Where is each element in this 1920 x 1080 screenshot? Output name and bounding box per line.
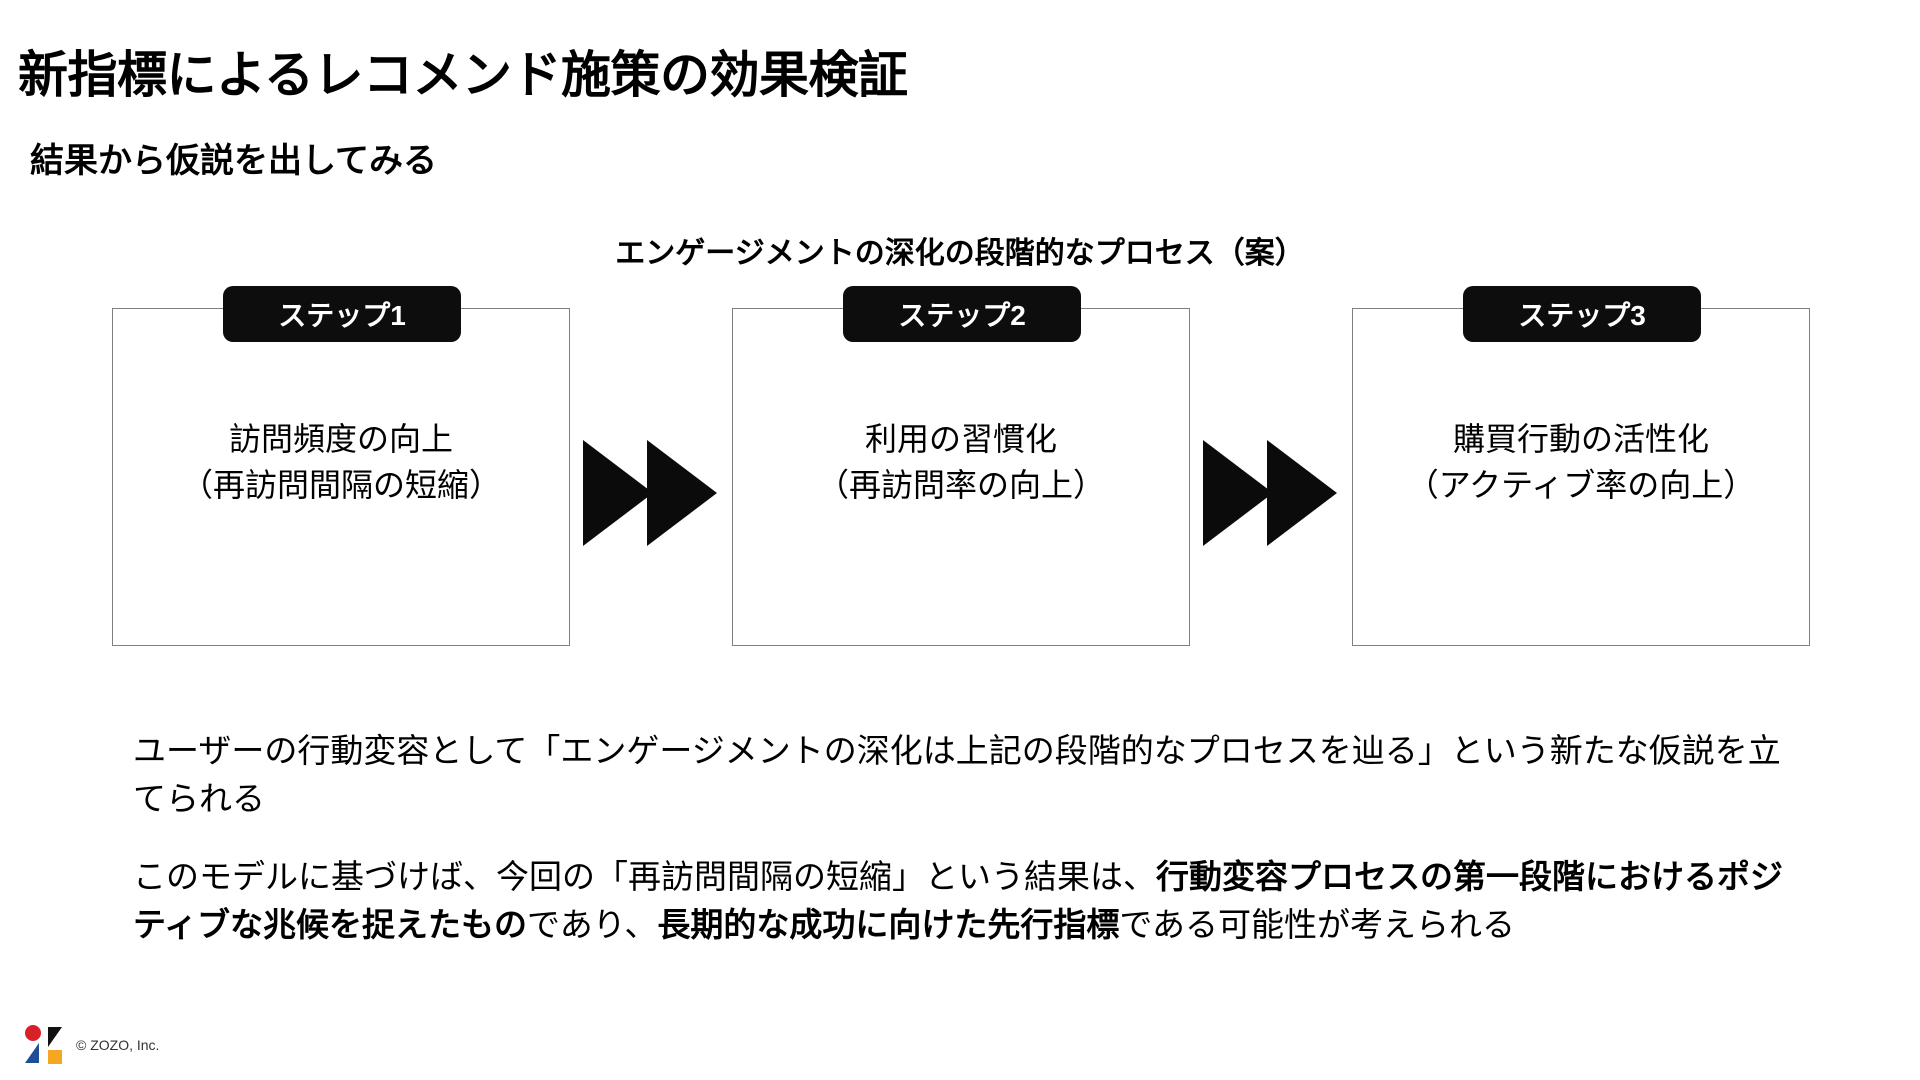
step-1-line-1: 訪問頻度の向上 <box>228 421 453 457</box>
process-step-1: ステップ1 訪問頻度の向上 （再訪問間隔の短縮） <box>112 286 572 656</box>
page-title: 新指標によるレコメンド施策の効果検証 <box>18 46 908 103</box>
diagram-title: エンゲージメントの深化の段階的なプロセス（案） <box>615 237 1305 270</box>
step-1-box <box>112 308 570 646</box>
process-step-2: ステップ2 利用の習慣化 （再訪問率の向上） <box>732 286 1192 656</box>
paragraph-2-segment-2: であり、 <box>527 905 658 943</box>
step-1-line-2: （再訪問間隔の短縮） <box>180 467 501 504</box>
step-3-badge: ステップ3 <box>1463 286 1701 342</box>
step-3-box <box>1352 308 1810 646</box>
step-1-badge: ステップ1 <box>223 286 461 342</box>
step-2-line-2: （再訪問率の向上） <box>816 467 1105 504</box>
copyright-text: © ZOZO, Inc. <box>76 1037 160 1053</box>
process-steps-row: ステップ1 訪問頻度の向上 （再訪問間隔の短縮） ステップ2 利用の習慣化 （再… <box>112 286 1812 656</box>
step-3-line-1: 購買行動の活性化 <box>1452 421 1709 457</box>
body-paragraph-2: このモデルに基づけば、今回の「再訪問間隔の短縮」という結果は、行動変容プロセスの… <box>133 853 1813 949</box>
step-3-body: 購買行動の活性化 （アクティブ率の向上） <box>1352 416 1810 509</box>
paragraph-2-bold-2: 長期的な成功に向けた先行指標 <box>657 905 1120 943</box>
body-text: ユーザーの行動変容として「エンゲージメントの深化は上記の段階的なプロセスを辿る」… <box>133 727 1813 948</box>
body-paragraph-1: ユーザーの行動変容として「エンゲージメントの深化は上記の段階的なプロセスを辿る」… <box>133 732 1781 817</box>
process-step-3: ステップ3 購買行動の活性化 （アクティブ率の向上） <box>1352 286 1812 656</box>
footer: © ZOZO, Inc. <box>22 1024 159 1066</box>
step-2-body: 利用の習慣化 （再訪問率の向上） <box>732 416 1190 509</box>
step-2-badge: ステップ2 <box>843 286 1081 342</box>
step-2-box <box>732 308 1190 646</box>
page-subtitle: 結果から仮説を出してみる <box>30 142 437 181</box>
paragraph-2-segment-1: このモデルに基づけば、今回の「再訪問間隔の短縮」という結果は、 <box>133 857 1156 895</box>
double-chevron-right-icon <box>577 426 727 556</box>
step-3-line-2: （アクティブ率の向上） <box>1406 467 1756 504</box>
process-diagram: エンゲージメントの深化の段階的なプロセス（案） ステップ1 訪問頻度の向上 （再… <box>0 228 1920 688</box>
step-2-line-1: 利用の習慣化 <box>864 421 1057 457</box>
step-1-body: 訪問頻度の向上 （再訪問間隔の短縮） <box>112 416 570 509</box>
double-chevron-right-icon <box>1197 426 1347 556</box>
paragraph-2-bold-1: 行動変容プロセスの第一段階におけるポジティブな兆候を捉えたもの <box>133 857 1783 943</box>
zozo-logo <box>22 1024 66 1066</box>
paragraph-2-segment-3: である可能性が考えられる <box>1119 905 1516 943</box>
